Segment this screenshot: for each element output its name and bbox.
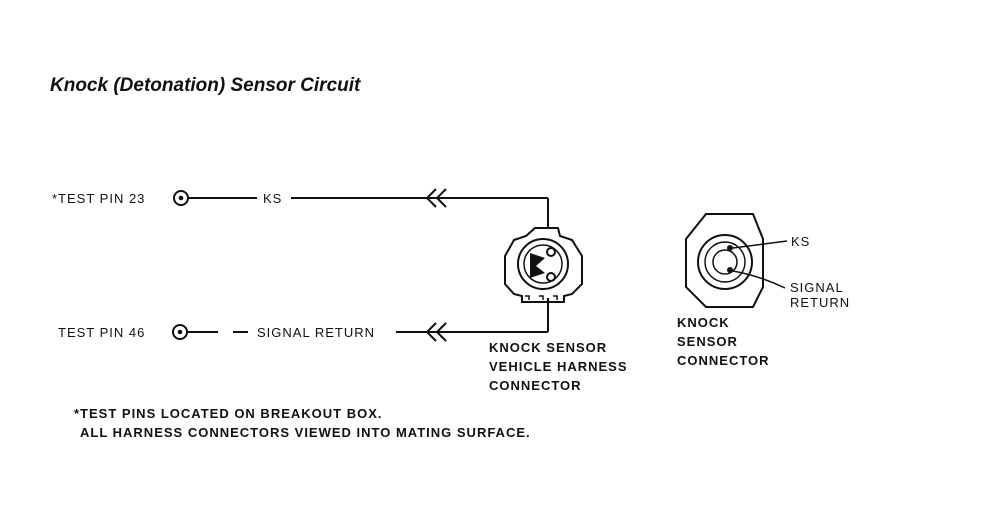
sensor-return-label: RETURN <box>790 295 850 310</box>
harness-connector-label-line2: VEHICLE HARNESS <box>489 359 628 374</box>
ks-wire-connector-chevron-icon <box>425 188 447 208</box>
sensor-connector-label-line2: SENSOR <box>677 334 738 349</box>
sensor-connector-label-line1: KNOCK <box>677 315 730 330</box>
signal-return-wire-label: SIGNAL RETURN <box>257 325 375 340</box>
diagram-title: Knock (Detonation) Sensor Circuit <box>50 75 361 96</box>
vehicle-harness-connector-icon <box>504 227 583 303</box>
note-line-1: *TEST PINS LOCATED ON BREAKOUT BOX. <box>74 406 383 421</box>
ks-wire-label: KS <box>263 191 282 206</box>
sensor-connector-label-line3: CONNECTOR <box>677 353 770 368</box>
ks-leader-line <box>732 240 788 249</box>
signal-return-connector-chevron-icon <box>425 322 447 342</box>
signal-return-wire <box>187 298 549 333</box>
test-pin-46-terminal-icon <box>172 324 188 340</box>
sensor-ks-label: KS <box>791 234 810 249</box>
sensor-signal-label: SIGNAL <box>790 280 844 295</box>
signal-return-leader-line <box>732 270 786 289</box>
harness-connector-label-line1: KNOCK SENSOR <box>489 340 607 355</box>
note-line-2: ALL HARNESS CONNECTORS VIEWED INTO MATIN… <box>80 425 531 440</box>
test-pin-23-terminal-icon <box>173 190 189 206</box>
knock-sensor-connector-icon <box>685 213 764 308</box>
harness-connector-label-line3: CONNECTOR <box>489 378 582 393</box>
test-pin-46-label: TEST PIN 46 <box>58 325 145 340</box>
ks-wire <box>188 197 549 228</box>
test-pin-23-label: *TEST PIN 23 <box>52 191 145 206</box>
